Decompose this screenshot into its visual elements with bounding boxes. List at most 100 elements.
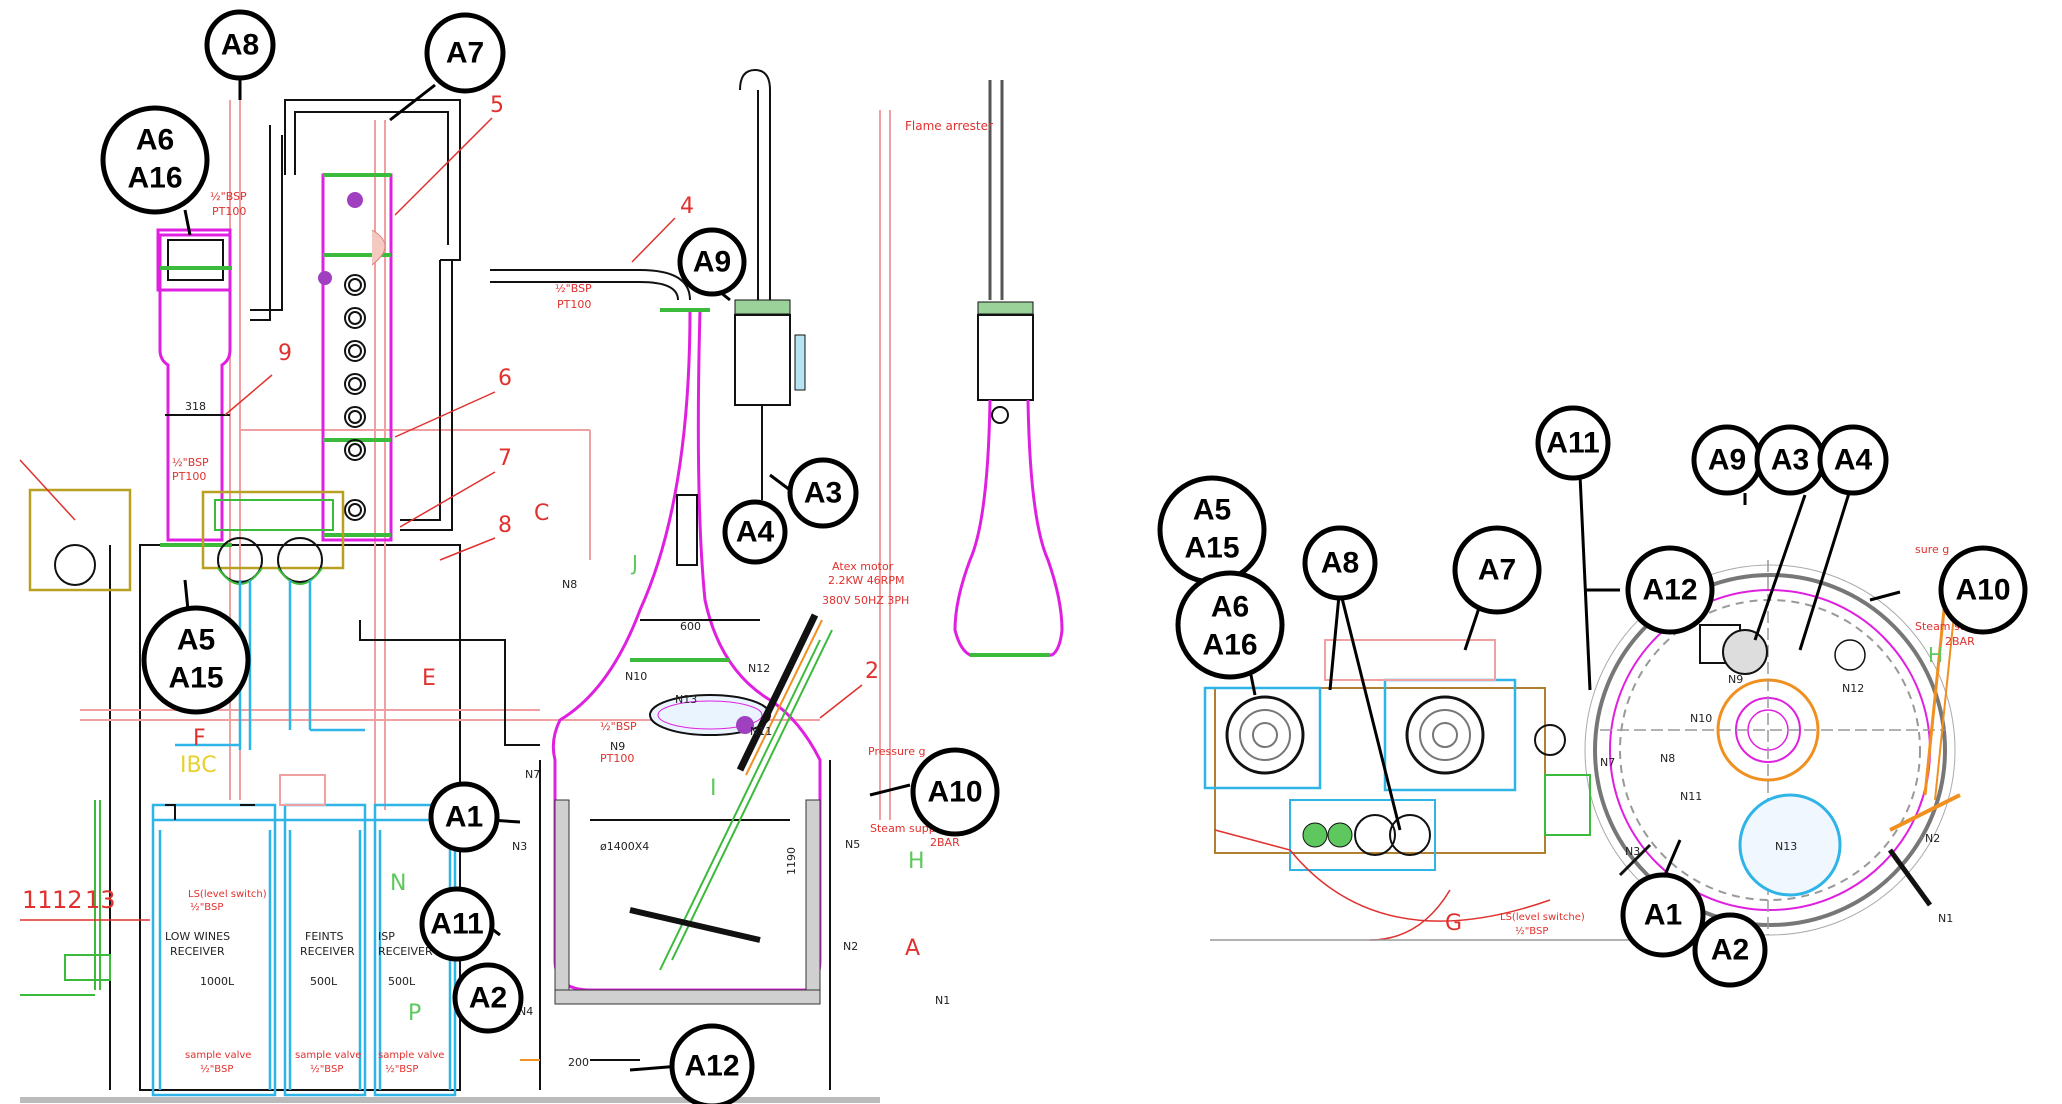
nozzle-n2: N2 [843, 940, 858, 953]
pressure-label: Pressure g [868, 745, 925, 758]
nozzle-labels-right: N1 N2 N3 N7 N8 N9 N10 N11 N12 N13 [1600, 673, 1953, 925]
svg-text:A1: A1 [445, 801, 483, 834]
callout-a1: A1 [428, 781, 500, 853]
receiver-lowwines-name: LOW WINES [165, 930, 230, 943]
r-nozzle-n1: N1 [1938, 912, 1953, 925]
callout-a10: A10 [910, 747, 1000, 837]
letter-i: I [710, 776, 717, 801]
r-callout-a3: A3 [1754, 424, 1826, 496]
right-ls-bsp: ½"BSP [1515, 925, 1548, 937]
bsp-label-1: ½"BSP [210, 190, 247, 203]
column-sight-glasses [344, 274, 366, 521]
callout-a7: A7 [424, 12, 506, 94]
part-label-7: 7 [498, 446, 512, 471]
pt100-label-4: PT100 [600, 752, 634, 765]
part-label-5: 5 [490, 93, 504, 118]
motor-line-1: Atex motor [832, 560, 894, 573]
letter-labels: C E F IBC J I H A N P [180, 501, 925, 1026]
part-number-labels: 9 5 4 6 7 8 2 [224, 93, 879, 719]
ls-switch-bsp: ½"BSP [190, 901, 223, 913]
svg-text:A4: A4 [1834, 444, 1873, 477]
callout-a11: A11 [419, 886, 495, 962]
svg-text:A6: A6 [1211, 591, 1249, 624]
sample-valve-2-bsp: ½"BSP [310, 1063, 343, 1075]
receiver-lowwines-sub: RECEIVER [170, 945, 225, 958]
letter-h: H [908, 849, 925, 874]
flame-arrester-label: Flame arrester [905, 119, 993, 133]
svg-text:A12: A12 [684, 1050, 739, 1083]
bsp-label-2: ½"BSP [555, 282, 592, 295]
right-ls-label: LS(level switche) [1500, 912, 1585, 923]
svg-text:A5: A5 [1193, 494, 1231, 527]
part-label-8: 8 [498, 513, 512, 538]
r-callout-a10: A10 [1938, 545, 2028, 635]
bsp-label-3: ½"BSP [172, 456, 209, 469]
nozzle-n11: N11 [750, 725, 772, 738]
pt100-label-3: PT100 [172, 470, 206, 483]
svg-text:A2: A2 [1711, 934, 1749, 967]
receiver-isp-cap: 500L [388, 975, 416, 988]
nozzle-labels-left: N1 N2 N3 N4 N5 N7 N8 N9 N10 N11 N12 N13 [512, 578, 950, 1018]
svg-text:A7: A7 [446, 37, 484, 70]
r-nozzle-n9: N9 [1728, 673, 1743, 686]
callout-a2: A2 [452, 962, 524, 1034]
r-callout-a9: A9 [1691, 424, 1763, 496]
right-plan-view: LS(level switche) ½"BSP G Steam supply 2… [1203, 543, 1991, 941]
tag-12: 12 [52, 886, 83, 914]
svg-text:A16: A16 [127, 162, 182, 195]
dim-318: 318 [185, 400, 206, 413]
svg-text:A2: A2 [469, 982, 507, 1015]
svg-text:A11: A11 [1546, 427, 1599, 460]
svg-text:A8: A8 [221, 29, 259, 62]
tag-13: 13 [85, 886, 116, 914]
part-label-2: 2 [865, 659, 879, 684]
svg-text:A9: A9 [1708, 444, 1746, 477]
svg-text:A15: A15 [168, 662, 223, 695]
svg-text:A6: A6 [136, 124, 174, 157]
svg-text:A8: A8 [1321, 547, 1359, 580]
nozzle-n7: N7 [525, 768, 540, 781]
nozzle-n3: N3 [512, 840, 527, 853]
r-nozzle-n2: N2 [1925, 832, 1940, 845]
r-nozzle-n10: N10 [1690, 712, 1712, 725]
svg-text:A3: A3 [804, 477, 842, 510]
sample-valve-3: sample valve [378, 1050, 444, 1061]
receiver-isp-sub: RECEIVER [378, 945, 433, 958]
svg-text:A10: A10 [1955, 574, 2010, 607]
right-pressure: sure g [1915, 543, 1949, 556]
part-label-4: 4 [680, 194, 694, 219]
nozzle-n1: N1 [935, 994, 950, 1007]
agitator-motor [736, 613, 823, 776]
ls-switch-label: LS(level switch) [188, 889, 267, 900]
letter-f: F [193, 726, 206, 751]
sample-valve-3-bsp: ½"BSP [385, 1063, 418, 1075]
part-label-6: 6 [498, 366, 512, 391]
r-callout-a8: A8 [1302, 525, 1378, 601]
sample-valve-1: sample valve [185, 1050, 251, 1061]
nozzle-n13: N13 [675, 693, 697, 706]
receiver-feints-sub: RECEIVER [300, 945, 355, 958]
r-callout-a4: A4 [1817, 424, 1889, 496]
motor-line-3: 380V 50HZ 3PH [822, 594, 909, 607]
callout-a12: A12 [669, 1023, 755, 1104]
callout-a8: A8 [204, 9, 276, 81]
dim-600: 600 [680, 620, 701, 633]
receiver-isp-name: ISP [378, 930, 395, 943]
r-nozzle-n13: N13 [1775, 840, 1797, 853]
pt100-label-2: PT100 [557, 298, 591, 311]
letter-n: N [390, 871, 406, 896]
right-steam-bar: 2BAR [1945, 635, 1975, 648]
right-letter-g: G [1445, 911, 1462, 936]
letter-a: A [905, 936, 920, 961]
svg-text:A9: A9 [693, 246, 731, 279]
vessel-diameter: ø1400X4 [600, 840, 649, 853]
svg-text:A7: A7 [1478, 554, 1516, 587]
r-callout-a12: A12 [1625, 545, 1715, 635]
svg-text:A4: A4 [736, 516, 775, 549]
steam-bar: 2BAR [930, 836, 960, 849]
